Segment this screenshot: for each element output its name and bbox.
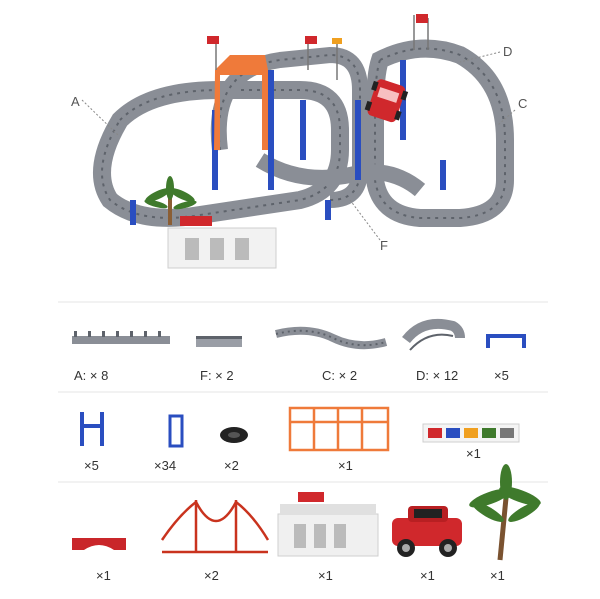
part-qty-gas-station: ×1 xyxy=(318,568,333,583)
part-qty-red-bridge: ×1 xyxy=(96,568,111,583)
callout-label-c: C xyxy=(518,96,528,111)
part-qty-frame: ×34 xyxy=(154,458,177,473)
part-qty-car: ×1 xyxy=(420,568,435,583)
part-qty-sticker: ×1 xyxy=(466,446,481,461)
parts-board: A: × 8 F: × 2 C: × 2 D: × 12 ×5 ×5 ×34 ×… xyxy=(58,300,548,592)
part-qty-c: C: × 2 xyxy=(322,368,358,383)
straight-track-piece-icon xyxy=(72,331,170,344)
part-qty-tire: ×2 xyxy=(224,458,239,473)
part-qty-a: A: × 8 xyxy=(74,368,109,383)
part-qty-pillar: ×5 xyxy=(84,458,99,473)
part-qty-f: F: × 2 xyxy=(200,368,234,383)
part-qty-suspension-bridge: ×2 xyxy=(204,568,219,583)
callout-label-a: A xyxy=(71,94,80,109)
short-track-piece-icon xyxy=(196,336,242,347)
callout-label-d: D xyxy=(503,44,513,59)
part-qty-d: D: × 12 xyxy=(416,368,459,383)
part-qty-sprue: ×1 xyxy=(338,458,353,473)
part-qty-bracket: ×5 xyxy=(494,368,509,383)
callout-label-f: F xyxy=(380,238,388,253)
part-qty-palm-tree: ×1 xyxy=(490,568,505,583)
assembled-track-image: A D C F xyxy=(0,0,600,290)
